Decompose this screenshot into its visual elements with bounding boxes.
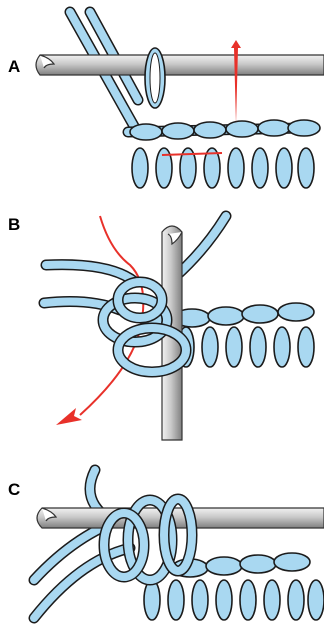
panel-b	[44, 216, 314, 440]
stitch-row-a	[128, 120, 320, 188]
crochet-hook-a	[36, 55, 324, 75]
red-arrow-down-left-icon	[56, 408, 82, 425]
red-arrow-up-icon	[231, 40, 241, 124]
yarn-strand-c	[34, 470, 135, 618]
crochet-hook-c	[37, 508, 324, 528]
panel-a	[36, 12, 324, 188]
panel-c	[34, 470, 324, 620]
